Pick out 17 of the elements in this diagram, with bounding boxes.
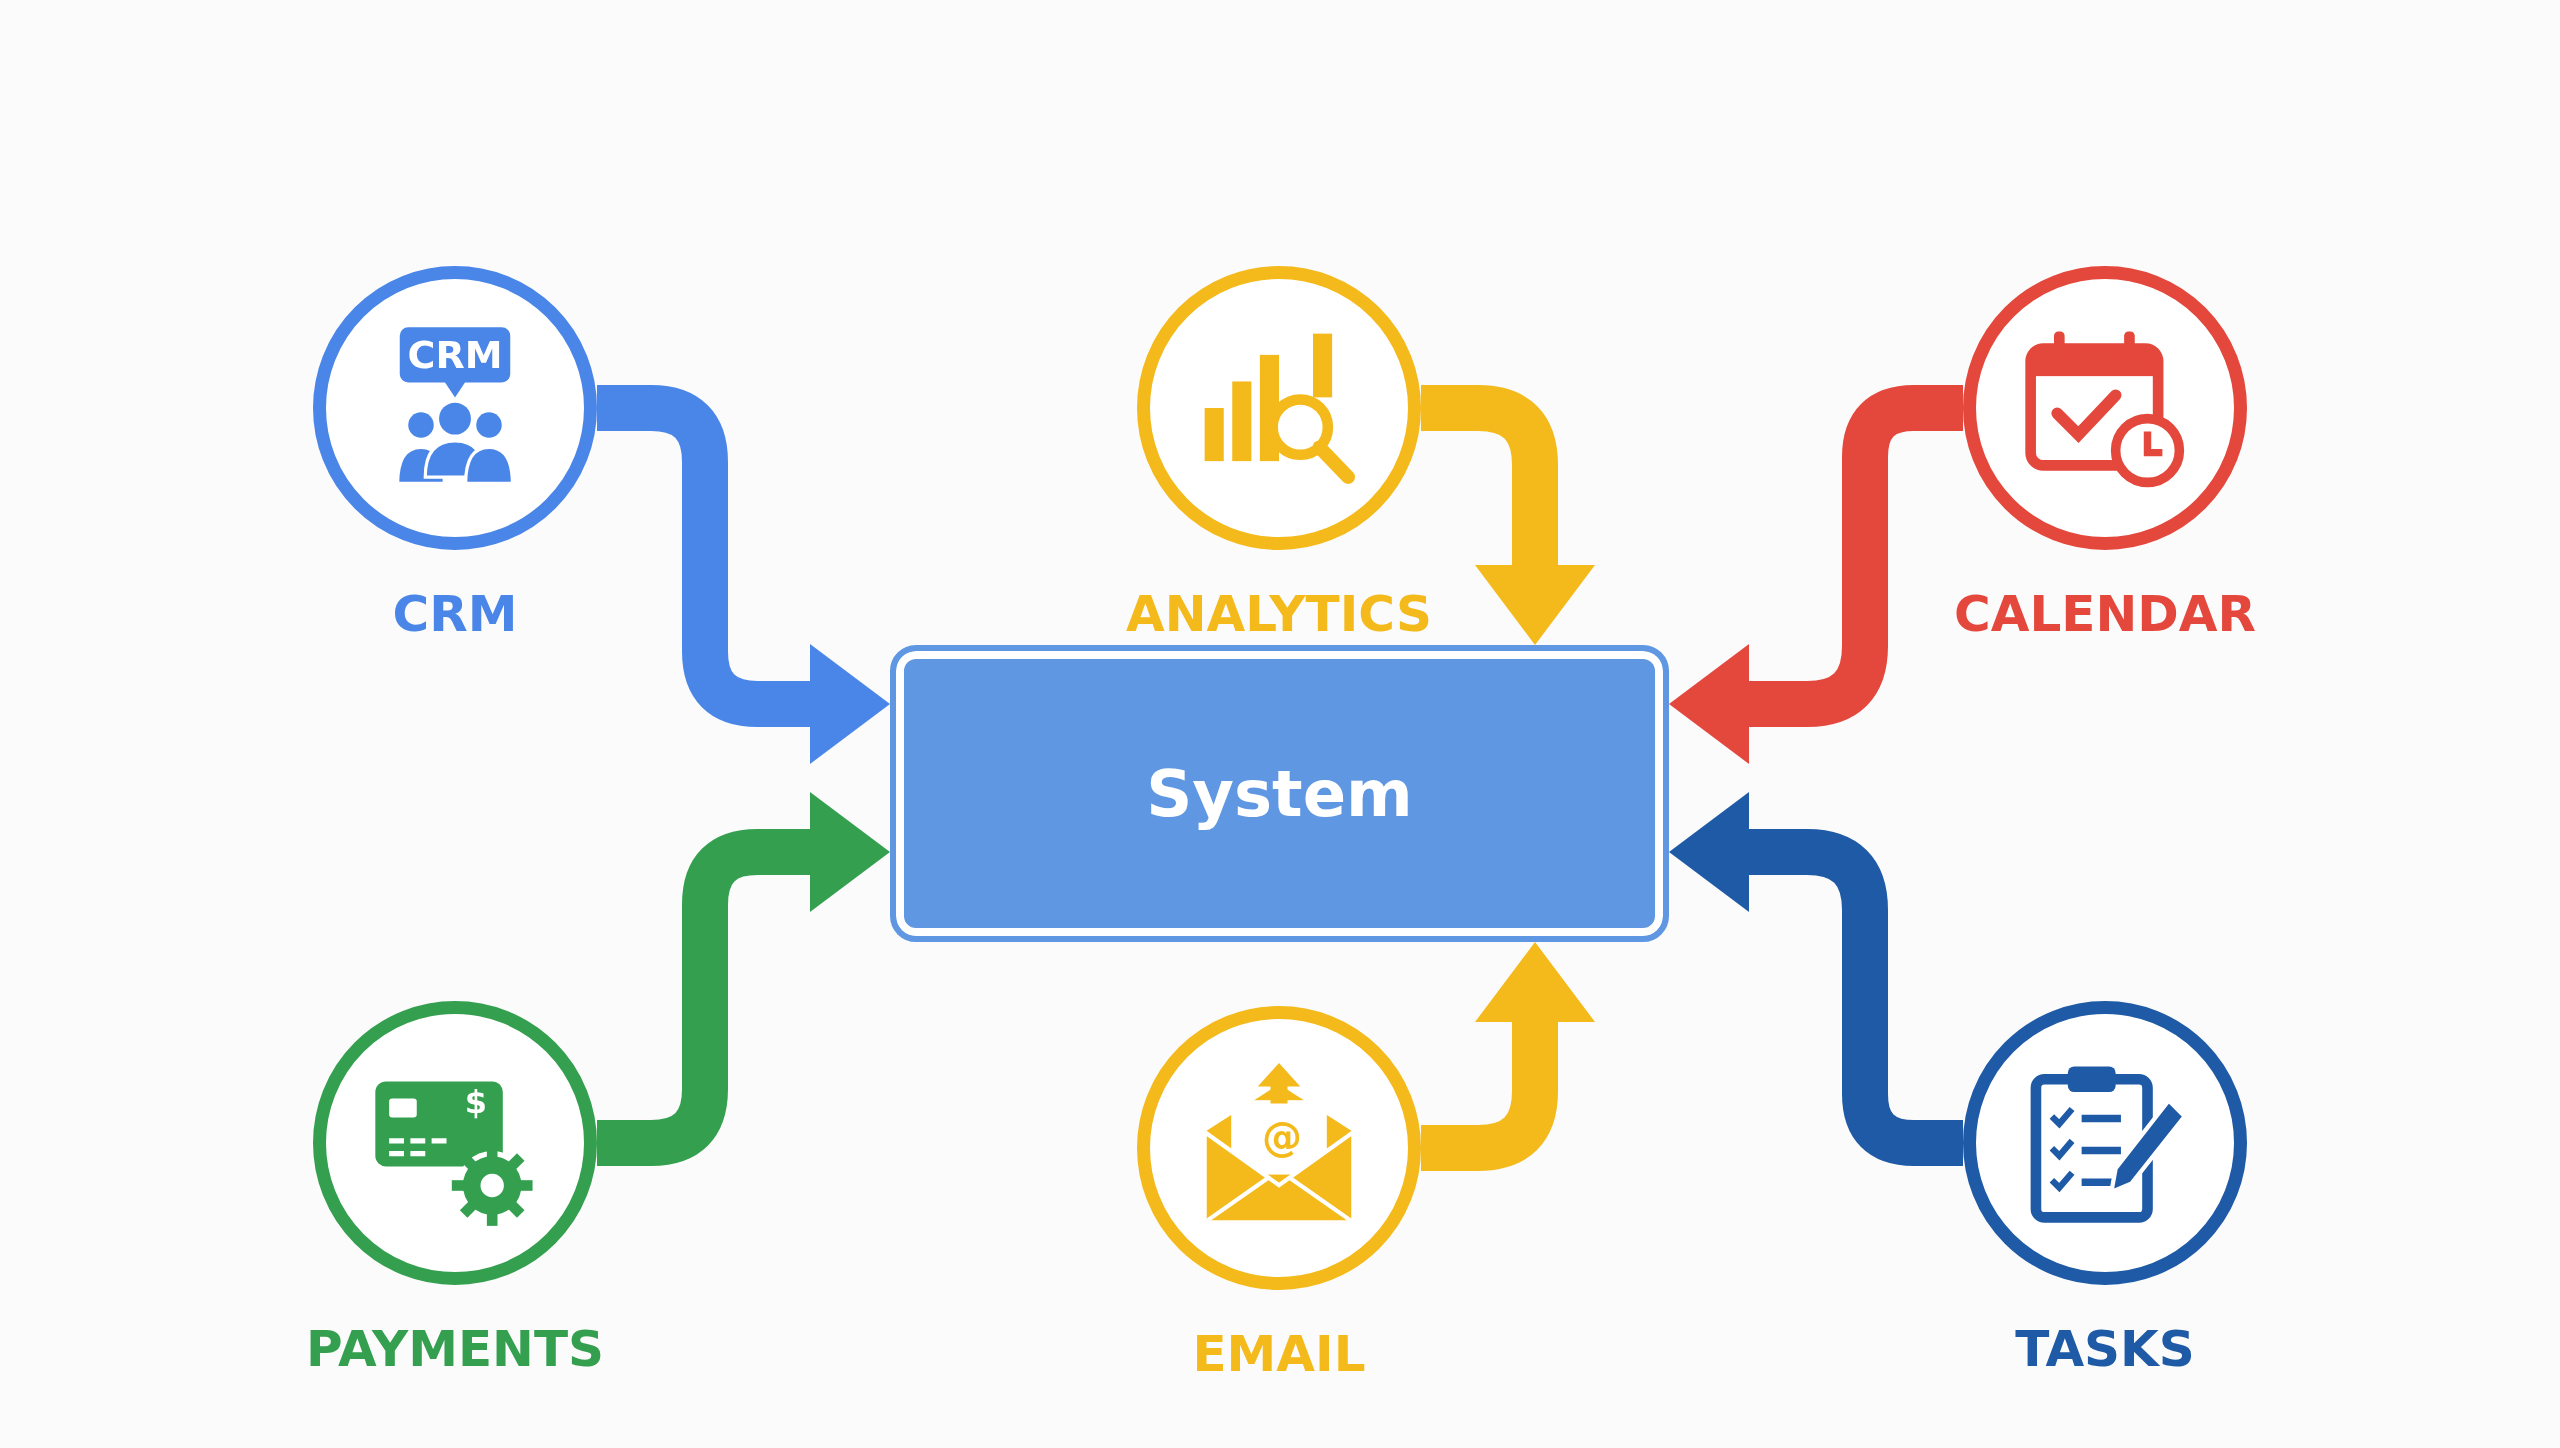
bubble-text: CRM bbox=[406, 332, 504, 379]
node-label: PAYMENTS bbox=[304, 1320, 605, 1378]
node-label: TASKS bbox=[2014, 1320, 2196, 1378]
flow-arrow bbox=[597, 385, 890, 764]
flow-arrow bbox=[1421, 942, 1595, 1171]
system-box bbox=[890, 645, 1669, 942]
flow-arrow bbox=[1421, 385, 1595, 645]
node-label: EMAIL bbox=[1191, 1325, 1367, 1383]
flow-arrow bbox=[1669, 792, 1963, 1166]
node-label: CRM bbox=[391, 585, 519, 643]
node-label: CALENDAR bbox=[1953, 585, 2257, 643]
symbol-label: $ bbox=[463, 1084, 489, 1120]
symbol-label: @ bbox=[1262, 1114, 1302, 1160]
node-label: ANALYTICS bbox=[1125, 585, 1433, 643]
flow-arrow bbox=[1669, 385, 1963, 764]
flow-arrow bbox=[597, 792, 890, 1166]
box-title: System bbox=[1145, 755, 1414, 833]
